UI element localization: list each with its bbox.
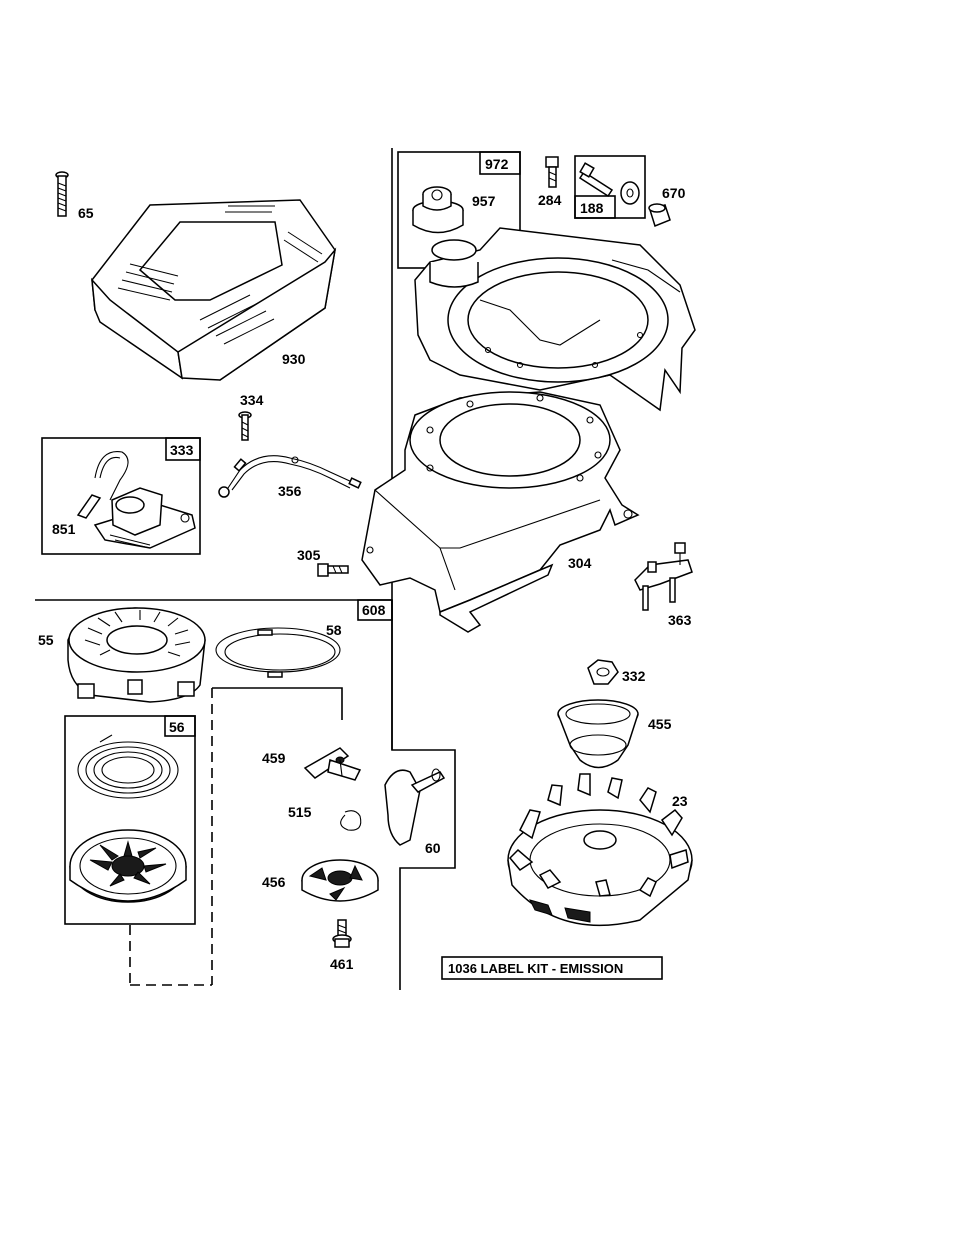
screw-334 — [239, 412, 251, 440]
terminal-bracket-363 — [635, 543, 692, 610]
screw-65 — [56, 172, 68, 216]
retainer-515 — [341, 811, 361, 831]
label-kit-text: 1036 LABEL KIT - EMISSION — [448, 961, 623, 976]
fuel-cap-957 — [413, 187, 463, 233]
label-56: 56 — [169, 719, 185, 735]
label-363: 363 — [668, 612, 692, 628]
label-972: 972 — [485, 156, 509, 172]
nut-332 — [588, 660, 618, 684]
bushing-670 — [649, 204, 670, 226]
rope-58 — [216, 628, 340, 677]
ignition-armature — [78, 452, 195, 548]
label-60: 60 — [425, 840, 441, 856]
label-670: 670 — [662, 185, 686, 201]
label-455: 455 — [648, 716, 672, 732]
label-356: 356 — [278, 483, 302, 499]
label-65: 65 — [78, 205, 94, 221]
label-461: 461 — [330, 956, 354, 972]
starter-housing-55 — [68, 608, 205, 702]
screw-461 — [333, 920, 351, 947]
label-304: 304 — [568, 555, 592, 571]
label-23: 23 — [672, 793, 688, 809]
label-188: 188 — [580, 200, 604, 216]
starter-cup-455 — [558, 700, 638, 768]
recoil-pulley — [70, 830, 186, 902]
label-332: 332 — [622, 668, 646, 684]
label-930: 930 — [282, 351, 306, 367]
label-515: 515 — [288, 804, 312, 820]
fuel-tank-housing — [415, 228, 695, 410]
label-851: 851 — [52, 521, 76, 537]
recoil-spring — [78, 735, 178, 798]
screw-305 — [318, 564, 348, 576]
pawl-459 — [305, 748, 360, 780]
label-58: 58 — [326, 622, 342, 638]
blower-housing-304 — [362, 392, 638, 632]
flywheel-23 — [508, 774, 692, 925]
label-456: 456 — [262, 874, 286, 890]
starter-handle-60 — [385, 769, 444, 845]
label-284: 284 — [538, 192, 562, 208]
label-55: 55 — [38, 632, 54, 648]
label-459: 459 — [262, 750, 286, 766]
label-957: 957 — [472, 193, 496, 209]
label-608: 608 — [362, 602, 386, 618]
bolt-284 — [546, 157, 558, 187]
label-333: 333 — [170, 442, 194, 458]
label-305: 305 — [297, 547, 321, 563]
ratchet-456 — [302, 860, 378, 901]
label-334: 334 — [240, 392, 264, 408]
